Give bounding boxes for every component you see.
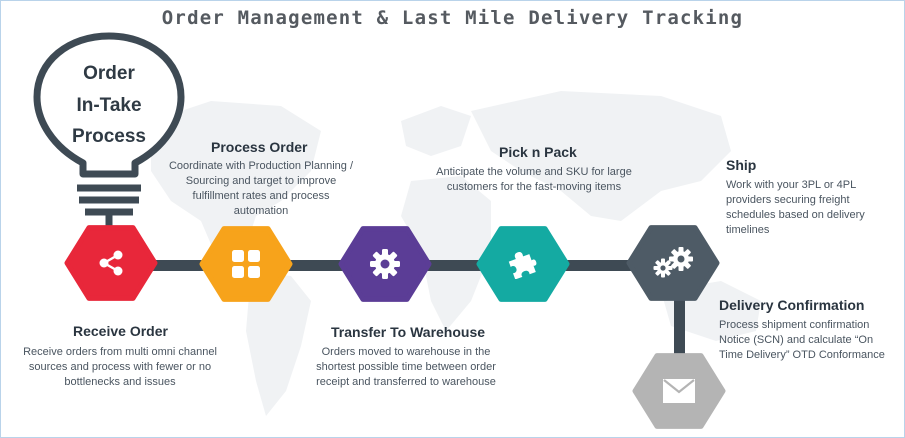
description-line: providers securing freight <box>726 194 850 206</box>
description-line: fulfillment rates and process <box>192 190 330 202</box>
description-line: Process shipment confirmation <box>719 319 870 331</box>
description-line: Receive orders from multi omni channel <box>23 346 217 358</box>
bulb-label-line-2: In-Take <box>76 95 142 116</box>
step-ship-heading: Ship <box>726 157 757 173</box>
description-line: Sourcing and target to improve <box>185 175 337 187</box>
step-process-order-description: Coordinate with Production Planning / So… <box>161 159 361 219</box>
step-pick-n-pack-description: Anticipate the volume and SKU for large … <box>425 165 643 195</box>
step-transfer-to-warehouse-description: Orders moved to warehouse in the shortes… <box>301 345 511 390</box>
hexagon-process-order <box>199 226 293 302</box>
description-line: shortest possible time between order <box>316 361 496 373</box>
description-line: Notice (SCN) and calculate “On <box>719 334 874 346</box>
bulb-label-line-3: Process <box>72 126 146 147</box>
description-line: bottlenecks and issues <box>64 376 176 388</box>
hexagon-receive-order <box>64 225 158 301</box>
step-receive-order-description: Receive orders from multi omni channel s… <box>15 345 225 390</box>
step-receive-order-heading: Receive Order <box>73 323 168 339</box>
envelope-icon <box>659 371 699 411</box>
step-pick-n-pack-heading: Pick n Pack <box>499 144 577 160</box>
description-line: automation <box>233 205 289 217</box>
bulb-label-line-1: Order <box>83 63 135 84</box>
description-line: sources and process with fewer or no <box>28 361 212 373</box>
description-line: schedules based on delivery <box>726 209 865 221</box>
description-line: Coordinate with Production Planning / <box>168 160 354 172</box>
page-title: Order Management & Last Mile Delivery Tr… <box>161 7 744 29</box>
description-line: customers for the fast-moving items <box>446 181 622 193</box>
description-line: receipt and transferred to warehouse <box>316 376 496 388</box>
lightbulb-icon <box>33 32 185 233</box>
description-line: Time Delivery” OTD Conformance <box>719 349 885 361</box>
description-line: timelines <box>726 224 770 236</box>
step-transfer-to-warehouse-heading: Transfer To Warehouse <box>331 324 486 340</box>
share-icon <box>91 243 131 283</box>
step-process-order-heading: Process Order <box>211 139 308 155</box>
description-line: Work with your 3PL or 4PL <box>726 179 857 191</box>
gear-icon <box>365 244 405 284</box>
description-line: Anticipate the volume and SKU for large <box>436 166 632 178</box>
step-delivery-confirmation-heading: Delivery Confirmation <box>719 297 865 313</box>
step-ship-description: Work with your 3PL or 4PL providers secu… <box>726 178 896 238</box>
step-delivery-confirmation-description: Process shipment confirmation Notice (SC… <box>719 318 899 363</box>
puzzle-icon <box>503 244 543 284</box>
hexagon-ship <box>626 225 720 301</box>
description-line: Orders moved to warehouse in the <box>321 346 491 358</box>
grid-icon <box>226 244 266 284</box>
gears-icon <box>649 243 697 283</box>
connector-vertical <box>674 263 685 378</box>
